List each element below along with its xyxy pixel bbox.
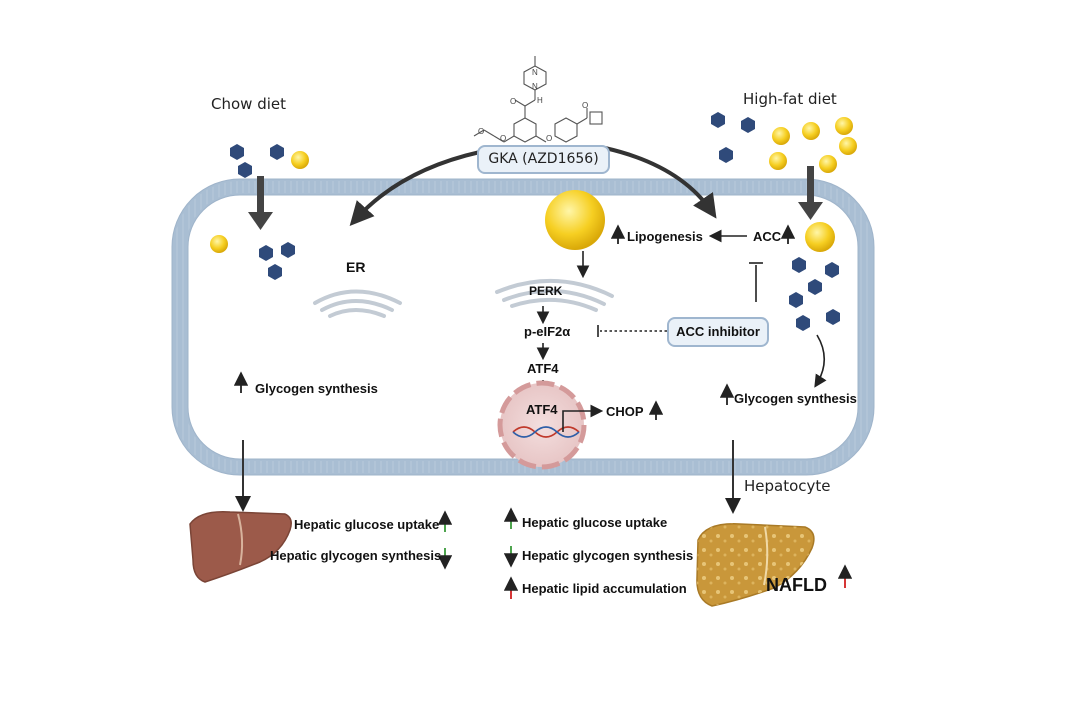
svg-text:O: O	[500, 134, 506, 143]
molecule-structure-icon	[473, 56, 603, 143]
high-fat-diet-label: High-fat diet	[743, 90, 837, 108]
acc-inhibitor-box: ACC inhibitor	[667, 317, 769, 347]
outcome-left-2: Hepatic glycogen synthesis	[270, 548, 442, 563]
svg-text:O: O	[478, 127, 484, 136]
gka-drug-box: GKA (AZD1656)	[477, 145, 610, 174]
outcome-middle-2: Hepatic glycogen synthesis	[522, 548, 694, 563]
gka-label: GKA (AZD1656)	[488, 151, 599, 167]
glycogen-right-label: Glycogen synthesis	[734, 391, 857, 406]
perk-label: PERK	[529, 284, 563, 298]
p-eif2a-label: p-eIF2α	[524, 324, 571, 339]
output-arrows	[235, 440, 741, 514]
pathway-arrows	[536, 229, 827, 402]
gka-arrow-right	[604, 146, 717, 219]
svg-text:O: O	[546, 134, 552, 143]
outcome-middle-3: Hepatic lipid accumulation	[522, 581, 687, 596]
glycogen-left-label: Glycogen synthesis	[255, 381, 378, 396]
molecule-atom-labels: N N H O O O O O	[478, 68, 588, 143]
svg-text:N: N	[532, 82, 538, 91]
fatty-liver-icon	[696, 523, 815, 607]
er-membrane-icon	[313, 279, 614, 318]
outcome-middle-1: Hepatic glucose uptake	[522, 515, 668, 530]
nafld-label: NAFLD	[766, 575, 827, 595]
er-label: ER	[346, 259, 366, 275]
atf4-label: ATF4	[527, 361, 559, 376]
liver-icon	[189, 511, 292, 583]
svg-text:H: H	[537, 96, 543, 105]
chop-arrow	[562, 404, 604, 432]
svg-text:N: N	[532, 68, 538, 77]
nucleus-icon	[497, 380, 587, 470]
dna-helix-icon	[512, 426, 580, 438]
svg-text:O: O	[582, 101, 588, 110]
acc-label: ACC	[753, 229, 782, 244]
svg-text:O: O	[510, 97, 516, 106]
hepatocyte-label: Hepatocyte	[744, 477, 831, 495]
atf4-nucleus-label: ATF4	[526, 402, 558, 417]
acc-inhibitor-label: ACC inhibitor	[676, 324, 760, 339]
chow-entry-arrow	[248, 176, 273, 230]
lipogenesis-label: Lipogenesis	[627, 229, 703, 244]
glucose-hexagon-icon	[230, 112, 840, 331]
hfd-entry-arrow	[798, 166, 823, 220]
gka-arrow-left	[349, 150, 481, 226]
lipid-droplet-icon	[210, 117, 857, 253]
indicator-arrows	[233, 224, 853, 599]
outcome-left-1: Hepatic glucose uptake	[294, 517, 440, 532]
chow-diet-label: Chow diet	[211, 95, 286, 113]
chop-label: CHOP	[606, 404, 644, 419]
